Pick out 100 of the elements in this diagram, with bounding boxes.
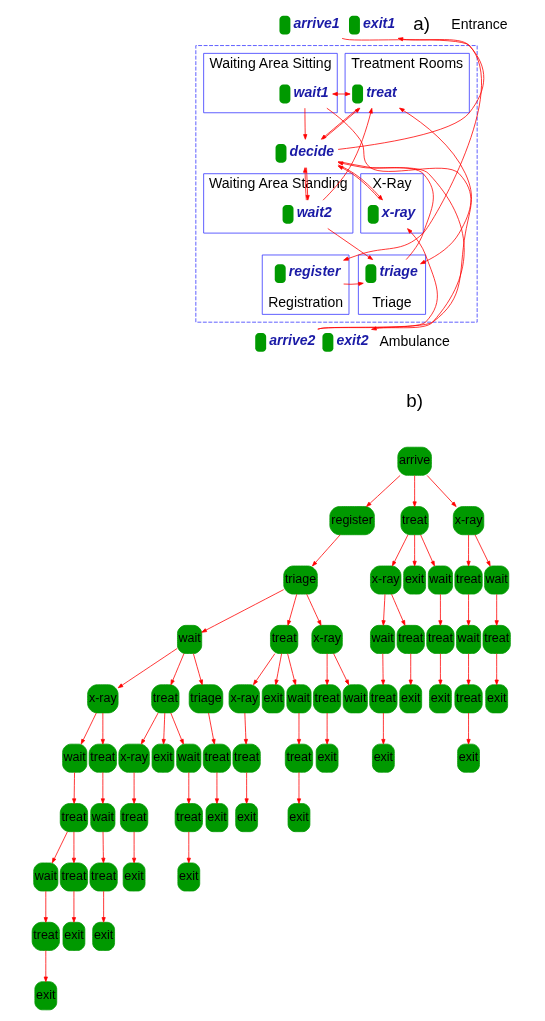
node-box: exit	[205, 803, 228, 833]
arrow	[186, 831, 191, 864]
arrow	[494, 653, 499, 686]
arrow	[391, 534, 408, 567]
node-box	[364, 264, 376, 284]
arrow	[302, 107, 307, 140]
node-box: wait	[483, 565, 509, 595]
arrow	[331, 91, 350, 97]
node-box: exit	[234, 803, 258, 833]
arrow	[140, 712, 158, 745]
arrow	[207, 712, 216, 745]
node-box: exit	[315, 743, 338, 773]
node-box: wait	[286, 684, 311, 714]
node-box	[278, 84, 290, 104]
label: b)	[405, 389, 423, 411]
arrow	[43, 890, 48, 923]
label: Entrance	[450, 15, 508, 32]
arrow	[332, 653, 349, 686]
arrow	[408, 653, 413, 686]
arrow	[274, 653, 282, 686]
node-box: exit	[33, 981, 57, 1011]
arrow	[381, 593, 386, 626]
arrow	[71, 890, 76, 923]
arrow	[337, 37, 484, 150]
node-box	[282, 204, 293, 224]
arrow	[244, 772, 249, 804]
arrow	[324, 653, 329, 686]
node-box: wait	[427, 565, 453, 595]
arrow	[337, 161, 465, 331]
node-box	[348, 15, 360, 35]
node-box: exit	[176, 862, 200, 892]
node-box: exit	[484, 684, 508, 714]
node-label: exit2	[335, 332, 369, 349]
arrow	[131, 831, 136, 864]
arrow	[43, 950, 48, 983]
arrow	[100, 772, 105, 804]
arrow	[170, 653, 184, 686]
node-box: wait	[61, 743, 87, 773]
node-box	[367, 204, 379, 224]
arrow	[412, 475, 417, 507]
node-label: wait2	[296, 204, 332, 220]
node-box: exit	[62, 921, 85, 951]
arrow	[466, 712, 471, 745]
arrow	[296, 772, 301, 804]
node-box	[274, 264, 286, 284]
arrow	[342, 281, 364, 286]
node-box: wait	[89, 803, 115, 833]
arrow	[466, 534, 471, 567]
arrow	[474, 534, 491, 567]
arrow	[243, 712, 248, 745]
node-label: treat	[365, 83, 397, 100]
node-box: register	[328, 506, 375, 536]
arrow	[325, 107, 471, 265]
arrow	[324, 712, 329, 745]
arrow	[286, 653, 296, 686]
arrow	[341, 38, 482, 261]
arrow	[365, 475, 401, 507]
node-label: arrive1	[293, 14, 340, 31]
node-box	[275, 144, 286, 163]
label: a)	[412, 13, 430, 35]
arrow	[286, 593, 297, 626]
arrow	[466, 653, 471, 686]
node-box: exit	[261, 684, 285, 714]
node-label: arrive2	[268, 332, 315, 349]
node-box	[254, 333, 266, 352]
arrow	[296, 712, 301, 745]
arrow	[437, 653, 442, 686]
node-box: wait	[342, 684, 368, 714]
arrow	[390, 593, 405, 626]
node-label: wait1	[293, 83, 329, 100]
arrow	[419, 534, 435, 567]
arrow	[426, 475, 456, 507]
arrow	[494, 593, 499, 626]
arrow	[316, 107, 472, 330]
node-box	[321, 333, 333, 352]
arrow	[322, 107, 373, 201]
node-box: exit	[402, 565, 426, 595]
arrow	[71, 831, 76, 864]
node-box: triage	[282, 565, 318, 595]
node-box: triage	[188, 684, 223, 714]
arrow	[311, 534, 341, 567]
node-box: exit	[428, 684, 452, 714]
arrow	[169, 712, 184, 745]
node-label: exit1	[362, 14, 395, 31]
node-label: triage	[378, 263, 418, 280]
node-box: exit	[151, 743, 174, 773]
node-box	[351, 84, 363, 104]
arrow	[71, 772, 76, 804]
label: Ambulance	[378, 332, 450, 349]
arrow	[117, 648, 178, 689]
node-box: exit	[287, 803, 310, 833]
node-box: exit	[456, 743, 480, 773]
node-box: wait	[176, 625, 202, 654]
node-label: decide	[289, 143, 334, 160]
node-box	[278, 15, 290, 35]
arrow	[131, 772, 136, 804]
arrow	[466, 593, 471, 626]
arrow	[437, 593, 442, 626]
arrow	[186, 772, 191, 804]
arrow	[380, 653, 385, 686]
